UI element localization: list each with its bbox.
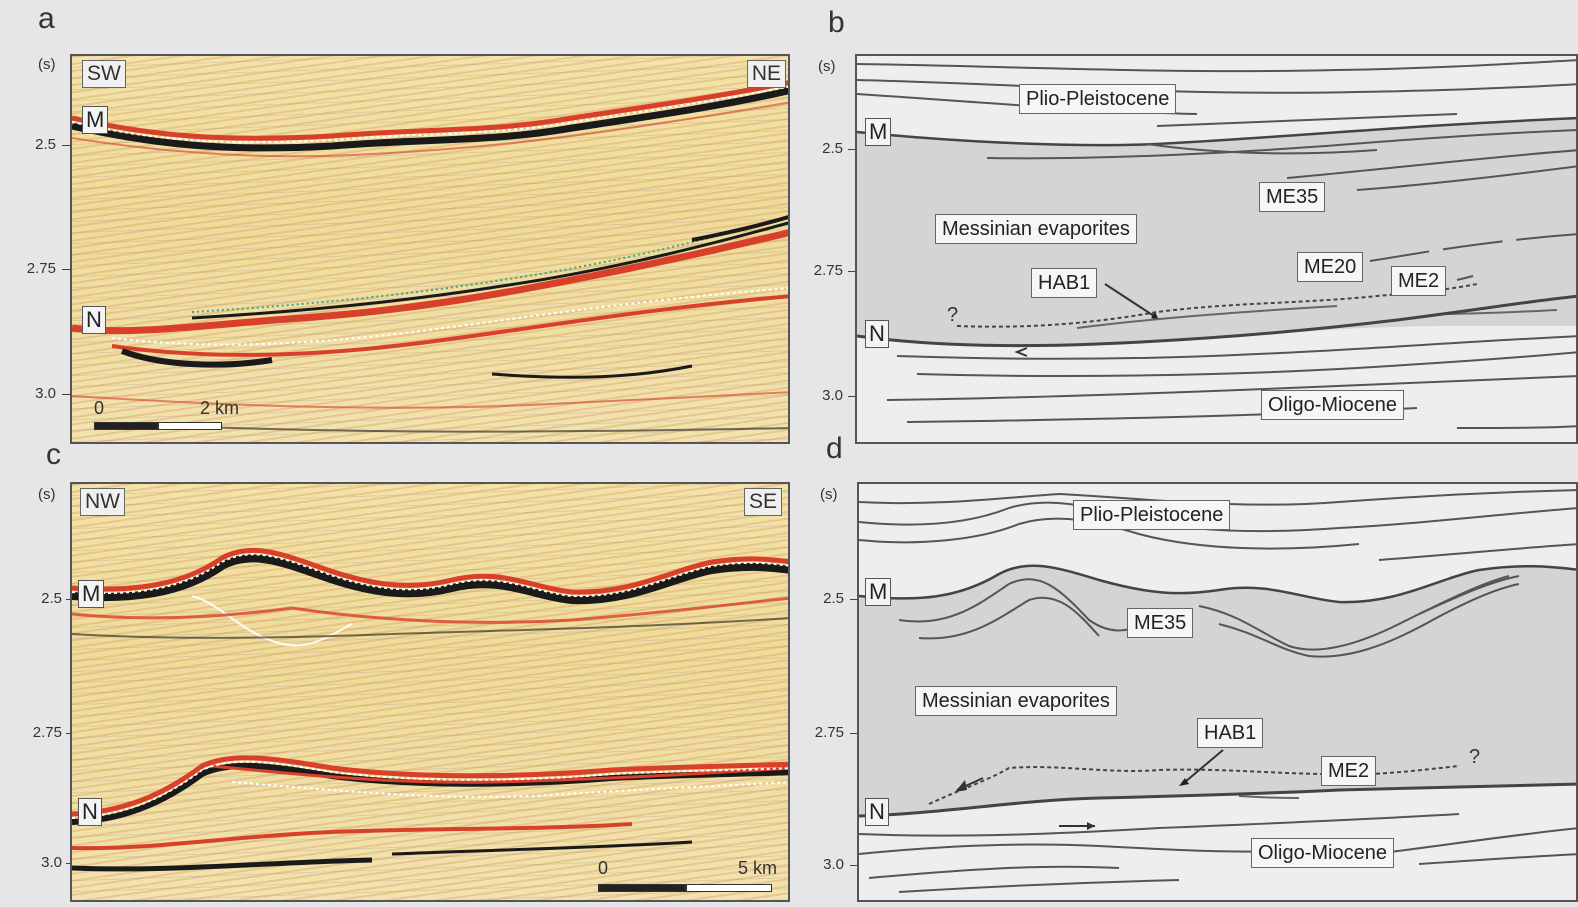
seismic-reflectors-c (72, 547, 788, 872)
tick-d-1: 2.5 (823, 590, 844, 607)
scale-zero-c: 0 (598, 858, 609, 878)
interpretation-panel-d: M N Plio-Pleistocene Messinian evaporite… (857, 482, 1578, 902)
label-me35-d: ME35 (1127, 608, 1194, 638)
horizon-n-label-b: N (865, 320, 889, 348)
direction-sw: SW (82, 60, 126, 88)
horizon-m-label-c: M (78, 580, 105, 608)
label-plio-pleistocene-d: Plio-Pleistocene (1073, 500, 1231, 530)
tick-b-2: 2.75 (813, 262, 843, 279)
label-hab1-b: HAB1 (1031, 268, 1098, 298)
tick-c-1: 2.5 (41, 590, 62, 607)
horizon-n-label: N (82, 306, 106, 334)
horizon-n-label-d: N (865, 798, 889, 826)
direction-nw: NW (80, 488, 125, 516)
label-me2-d: ME2 (1321, 756, 1377, 786)
interpretation-panel-b: M N Plio-Pleistocene Messinian evaporite… (855, 54, 1578, 444)
question-mark-b: ? (947, 304, 959, 326)
panel-letter-c: c (46, 438, 61, 471)
label-oligo-miocene-d: Oligo-Miocene (1251, 838, 1394, 868)
label-me2-b: ME2 (1391, 266, 1447, 296)
axis-unit-a: (s) (38, 56, 56, 73)
tick-d-2: 2.75 (814, 724, 844, 741)
axis-unit-b: (s) (818, 58, 836, 75)
label-me35-b: ME35 (1259, 182, 1326, 212)
direction-se: SE (743, 488, 782, 516)
horizon-m-label-b: M (865, 118, 892, 146)
direction-ne: NE (746, 60, 786, 88)
tick-b-3: 3.0 (822, 387, 843, 404)
label-messinian-evaporites-d: Messinian evaporites (915, 686, 1117, 716)
horizon-m-label: M (82, 106, 109, 134)
label-messinian-evaporites-b: Messinian evaporites (935, 214, 1137, 244)
tick-b-1: 2.5 (822, 140, 843, 157)
interpretation-lines-d (859, 489, 1576, 893)
panel-letter-a: a (38, 2, 55, 35)
axis-unit-c: (s) (38, 486, 56, 503)
scale-bar-c: 0 5 km (598, 858, 778, 894)
axis-unit-d: (s) (820, 486, 838, 503)
horizon-n-label-c: N (78, 798, 102, 826)
panel-letter-b: b (828, 6, 845, 39)
question-mark-d: ? (1469, 746, 1481, 768)
scale-label-a: 2 km (200, 398, 240, 418)
scale-zero-a: 0 (94, 398, 105, 418)
seismic-panel-c: NW SE M N 0 5 km (70, 482, 790, 902)
scale-label-c: 5 km (738, 858, 778, 878)
horizon-m-label-d: M (865, 578, 892, 606)
panel-letter-d: d (826, 432, 843, 465)
tick-a-3: 3.0 (35, 385, 56, 402)
seismic-reflectors-a (72, 80, 788, 433)
interpretation-lines-b (857, 59, 1576, 429)
label-hab1-d: HAB1 (1197, 718, 1264, 748)
label-plio-pleistocene-b: Plio-Pleistocene (1019, 84, 1177, 114)
tick-c-2: 2.75 (32, 724, 62, 741)
tick-d-3: 3.0 (823, 856, 844, 873)
tick-c-3: 3.0 (41, 854, 62, 871)
tick-a-2: 2.75 (26, 260, 56, 277)
seismic-panel-a: SW NE M N 0 2 km (70, 54, 790, 444)
scale-bar-a: 0 2 km (94, 398, 239, 430)
label-me20-b: ME20 (1297, 252, 1364, 282)
tick-a-1: 2.5 (35, 136, 56, 153)
label-oligo-miocene-b: Oligo-Miocene (1261, 390, 1404, 420)
